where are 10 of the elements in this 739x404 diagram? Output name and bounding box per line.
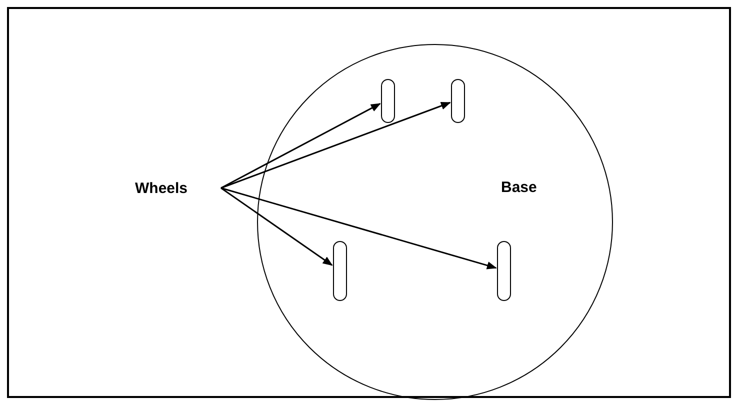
wheels-label: Wheels [135,178,221,198]
base-label: Base [501,178,537,198]
arrow [220,187,333,266]
wheel-slot [381,79,395,123]
arrow [220,187,497,270]
wheel-slot [451,79,465,123]
wheel-slot [333,241,347,301]
arrow [220,103,381,189]
wheel-slot [497,241,511,301]
arrow [220,102,451,189]
